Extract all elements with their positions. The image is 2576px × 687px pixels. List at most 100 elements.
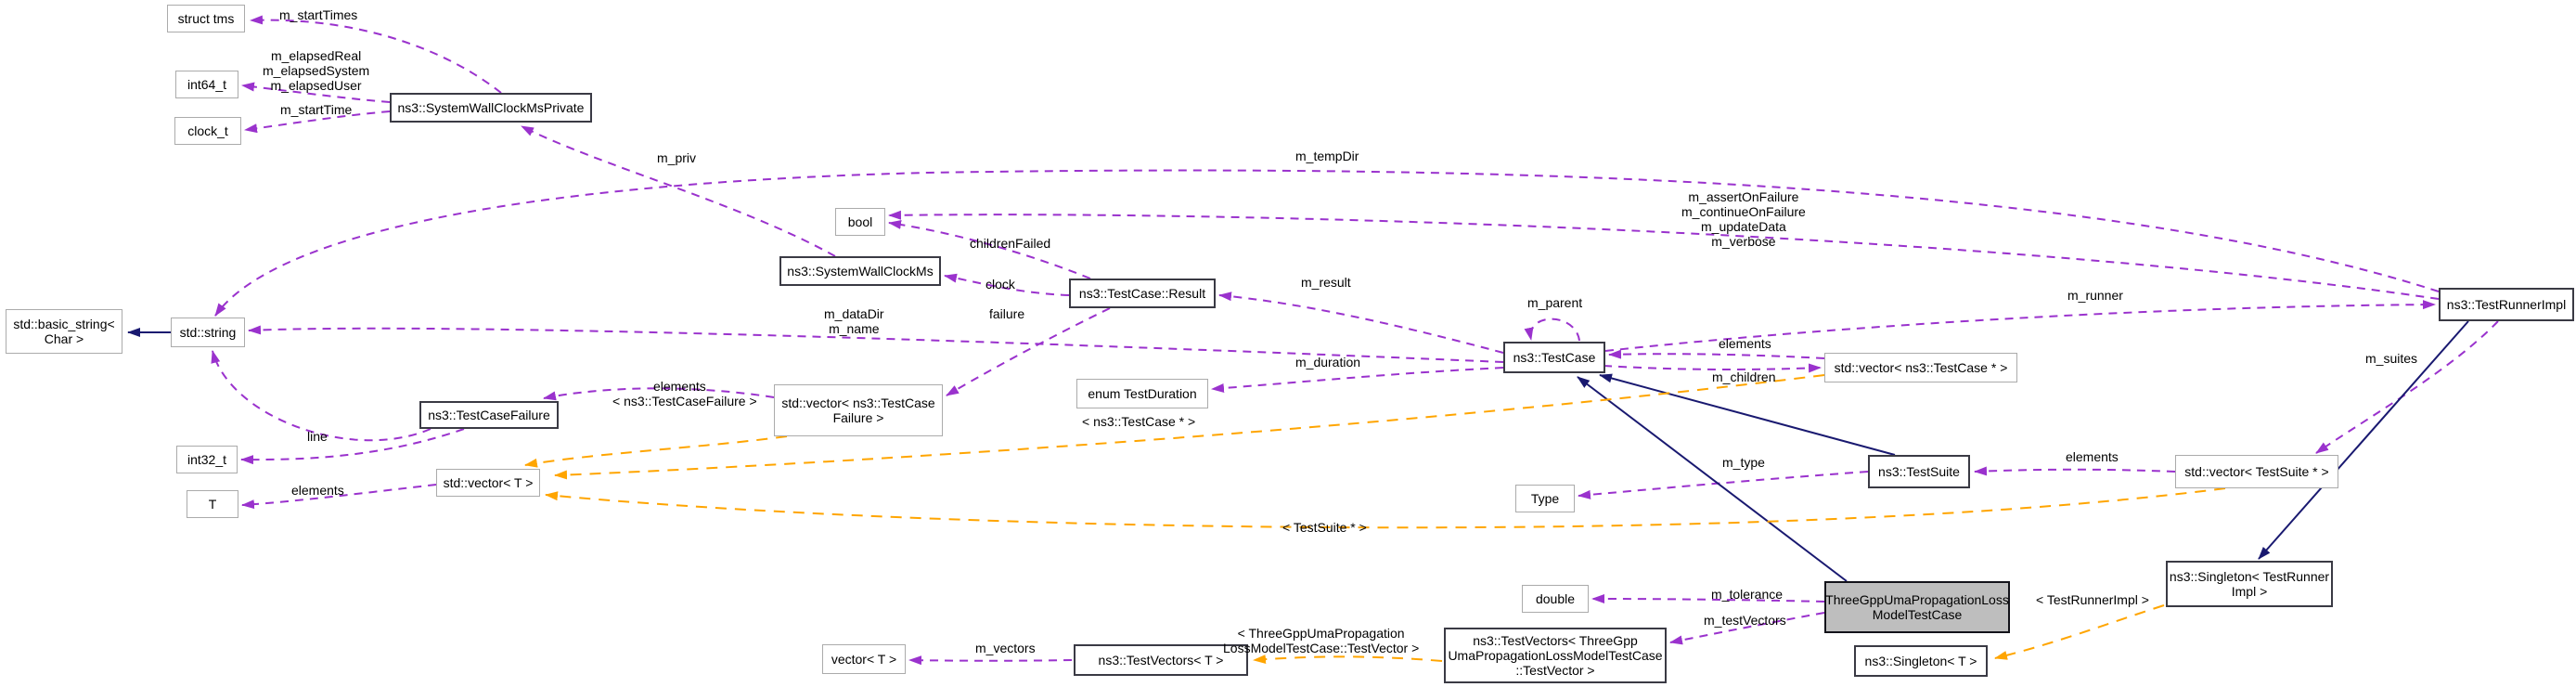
edge-elements-testcase-ptr [1608,349,1825,359]
edge-label-m-tolerance: m_tolerance [1711,587,1784,602]
node-vector-t[interactable]: std::vector< T > [436,469,540,497]
edge-m-tempDir [214,169,2440,317]
edge-m-elapsed [241,82,391,103]
edge-label-m-type: m_type [1722,455,1765,470]
edge-label-tpl-testrunnerimpl: < TestRunnerImpl > [2036,592,2149,607]
edge-clock [944,273,1070,296]
node-label: ns3::Singleton< TestRunner Impl > [2169,569,2330,599]
edge-label-m-startTimes: m_startTimes [279,7,358,22]
node-testcase[interactable]: ns3::TestCase [1503,342,1605,373]
node-label: ns3::SystemWallClockMs [787,264,934,279]
node-label: struct tms [177,11,235,26]
edge-m-parent [1524,318,1580,342]
edge-label-line: line [307,429,328,444]
node-testvectors-t[interactable]: ns3::TestVectors< T > [1074,644,1248,676]
edge-label-m-dataDir-name: m_dataDir m_name [824,306,884,336]
node-std-string[interactable]: std::string [171,318,245,347]
edge-failure [946,307,1111,396]
node-label: vector< T > [831,652,897,667]
edge-label-m-result: m_result [1301,275,1351,290]
node-enum-testduration[interactable]: enum TestDuration [1076,379,1208,408]
edge-m-startTime [244,110,391,134]
node-label: int32_t [187,452,227,467]
edge-label-tpl-testcasefailure: < ns3::TestCaseFailure > [612,394,757,408]
node-singleton-testrunnerimpl[interactable]: ns3::Singleton< TestRunner Impl > [2166,561,2333,607]
edge-label-m-elapsed: m_elapsedReal m_elapsedSystem m_elapsedU… [263,48,370,93]
node-label: ns3::Singleton< T > [1864,654,1977,668]
node-vector-testcasefailure[interactable]: std::vector< ns3::TestCase Failure > [774,384,943,436]
edge-m-children [1603,363,1822,373]
edge-label-m-children: m_children [1712,369,1776,384]
edge-elements-testcasefailure [543,387,775,401]
node-vector-testsuite-ptr[interactable]: std::vector< TestSuite * > [2175,455,2338,488]
edge-tpl-testvector [1253,655,1443,665]
edge-label-m-parent: m_parent [1527,295,1583,310]
node-vector-t-lower[interactable]: vector< T > [822,644,906,674]
node-struct-tms[interactable]: struct tms [167,5,245,32]
node-label: Type [1530,491,1560,506]
node-label: ns3::TestCase::Result [1078,286,1206,301]
node-label: ns3::TestCase [1513,350,1596,365]
node-double[interactable]: double [1522,585,1589,613]
node-label: ns3::TestVectors< T > [1098,653,1224,668]
edge-label-elements-testsuite-ptr: elements [2066,449,2119,464]
node-singleton-t[interactable]: ns3::Singleton< T > [1854,645,1988,677]
edge-inherit-threegpp [1577,376,1848,582]
edge-m-runner [1604,300,2436,352]
node-label: enum TestDuration [1088,386,1197,401]
edge-label-m-testVectors: m_testVectors [1704,613,1786,628]
edge-label-m-runner: m_runner [2067,288,2123,303]
edge-m-tolerance [1591,594,1825,604]
edge-line [240,428,465,465]
edge-m-vectors [908,655,1073,666]
node-label: ns3::TestRunnerImpl [2446,297,2567,312]
edge-tpl-testcase-ptr [554,374,1825,480]
edge-tpl-testsuite-ptr [545,487,2226,529]
node-testcase-result[interactable]: ns3::TestCase::Result [1069,279,1216,308]
node-label: ns3::TestVectors< ThreeGpp UmaPropagatio… [1448,633,1663,678]
node-label: std::vector< ns3::TestCase Failure > [781,395,935,425]
node-label: ns3::TestCaseFailure [428,408,550,422]
edge-m-testVectors [1669,612,1825,645]
node-system-wall-clock-ms[interactable]: ns3::SystemWallClockMs [779,256,941,286]
node-vector-testcase-ptr[interactable]: std::vector< ns3::TestCase * > [1824,353,2017,382]
node-label: std::vector< T > [443,475,534,490]
node-label: std::basic_string< Char > [13,317,115,346]
edge-label-m-vectors: m_vectors [975,641,1036,655]
node-clock-t[interactable]: clock_t [174,117,241,145]
edge-m-dataDir-name [248,325,1504,363]
node-label: T [208,497,217,512]
edge-label-elements-t: elements [291,483,344,498]
node-testcasefailure[interactable]: ns3::TestCaseFailure [419,401,559,429]
node-label: clock_t [187,123,228,138]
node-testsuite[interactable]: ns3::TestSuite [1868,455,1970,488]
edge-inherit-testsuite [1599,373,1896,456]
edge-childrenFailed [888,219,1091,279]
node-system-wall-clock-ms-private[interactable]: ns3::SystemWallClockMsPrivate [390,93,592,123]
edge-m-suites [2315,320,2499,454]
node-testvectors-threegpp[interactable]: ns3::TestVectors< ThreeGpp UmaPropagatio… [1444,628,1667,683]
edge-m-startTimes [250,15,502,94]
edge-label-m-flags: m_assertOnFailure m_continueOnFailure m_… [1681,189,1806,249]
edge-label-m-priv: m_priv [657,150,697,165]
node-t[interactable]: T [187,490,238,518]
edge-label-elements-testcase-ptr: elements [1719,336,1771,351]
node-type[interactable]: Type [1515,485,1575,512]
node-int64-t[interactable]: int64_t [175,71,238,98]
node-label: std::vector< TestSuite * > [2184,464,2329,479]
node-bool[interactable]: bool [835,208,885,236]
node-label: bool [847,214,873,229]
node-int32-t[interactable]: int32_t [176,446,238,473]
node-label: ThreeGppUmaPropagationLoss ModelTestCase [1825,592,2009,622]
edge-label-childrenFailed: childrenFailed [970,236,1051,251]
edge-label-m-suites: m_suites [2365,351,2418,366]
edge-tpl-testcasefailure [524,435,788,468]
node-label: ns3::TestSuite [1878,464,1960,479]
edge-tpl-testrunnerimpl [1994,604,2165,660]
node-testrunnerimpl[interactable]: ns3::TestRunnerImpl [2439,288,2574,321]
edge-label-elements-testcasefailure: elements [653,379,706,394]
node-basic-string[interactable]: std::basic_string< Char > [6,309,122,354]
node-label: std::string [179,325,237,340]
node-threegpp-uma-propagation-loss-model-testcase: ThreeGppUmaPropagationLoss ModelTestCase [1824,581,2010,633]
